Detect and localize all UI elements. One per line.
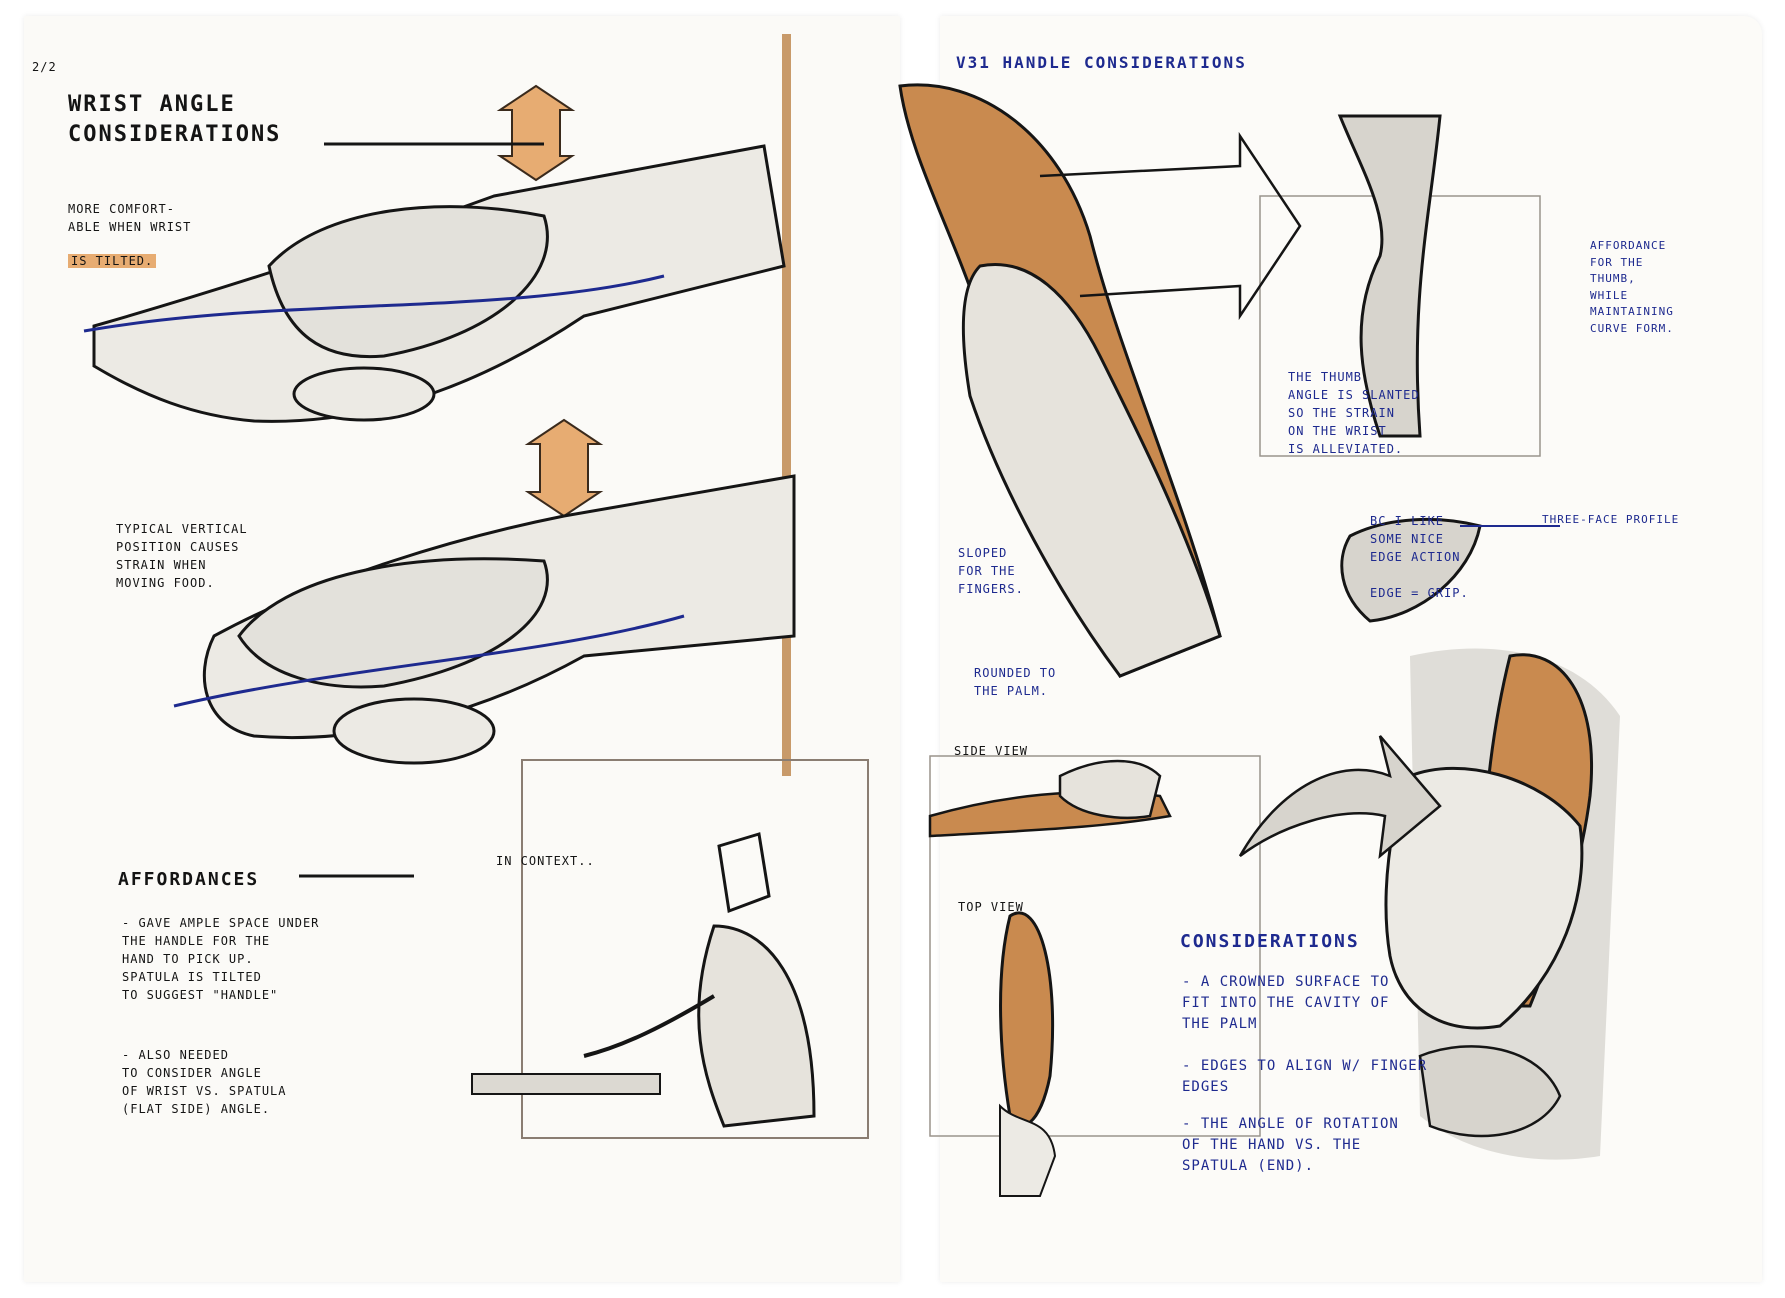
top-view-label: Top view — [958, 898, 1024, 916]
affordances-heading: Affordances — [118, 868, 259, 892]
in-context-label: In context.. — [496, 852, 595, 870]
three-face-profile-label: Three-face profile — [1542, 512, 1679, 529]
rounded-palm-label: Rounded to the palm. — [974, 664, 1056, 700]
side-view-label: Side view — [954, 742, 1028, 760]
sloped-fingers-label: Sloped for the fingers. — [958, 544, 1024, 598]
consideration-item-rotation: - The angle of rotation of the hand vs. … — [1182, 1114, 1399, 1177]
figure-torso-sketch — [699, 926, 814, 1126]
vertical-fingers-sketch — [334, 699, 494, 763]
left-page-title: Wrist angle considerations — [68, 90, 281, 149]
considerations-heading: Considerations — [1180, 930, 1360, 954]
affordance-item-wrist-angle: - Also needed to consider angle of wrist… — [122, 1046, 287, 1118]
double-arrow-upper — [500, 86, 572, 180]
figure-arm-sketch — [584, 996, 714, 1056]
thumb-affordance-note: Affordance for the thumb, while maintain… — [1590, 238, 1674, 337]
note-tilted-wrist: More comfort- able when wrist — [68, 200, 191, 236]
top-view-handle-sketch — [1001, 913, 1053, 1126]
tilted-fingers-sketch — [294, 368, 434, 420]
consideration-item-crowned: - A crowned surface to fit into the cavi… — [1182, 972, 1389, 1035]
double-arrow-lower — [528, 420, 600, 516]
frame-line-top — [782, 34, 791, 504]
page-number: 2/2 — [32, 58, 57, 76]
note-vertical-position: Typical vertical position causes strain … — [116, 520, 248, 592]
right-sketchbook-page: V31 Handle considerations The thumb angl… — [940, 16, 1762, 1282]
right-page-title: V31 Handle considerations — [956, 52, 1247, 74]
counter-sketch — [472, 1074, 660, 1094]
left-sketchbook-page: 2/2 Wrist angle considerations More comf… — [24, 16, 900, 1282]
edge-action-note: bc I like some nice edge action edge = g… — [1370, 512, 1469, 602]
note-tilted-wrist-highlight: is tilted. — [68, 252, 156, 270]
thumb-angle-note: The thumb angle is slanted so the strain… — [1288, 368, 1420, 458]
figure-head-sketch — [719, 834, 769, 911]
consideration-item-edges: - Edges to align w/ finger edges — [1182, 1056, 1427, 1098]
note-highlight: is tilted. — [68, 254, 156, 268]
affordance-item-handle-space: - Gave ample space under the handle for … — [122, 914, 319, 1004]
